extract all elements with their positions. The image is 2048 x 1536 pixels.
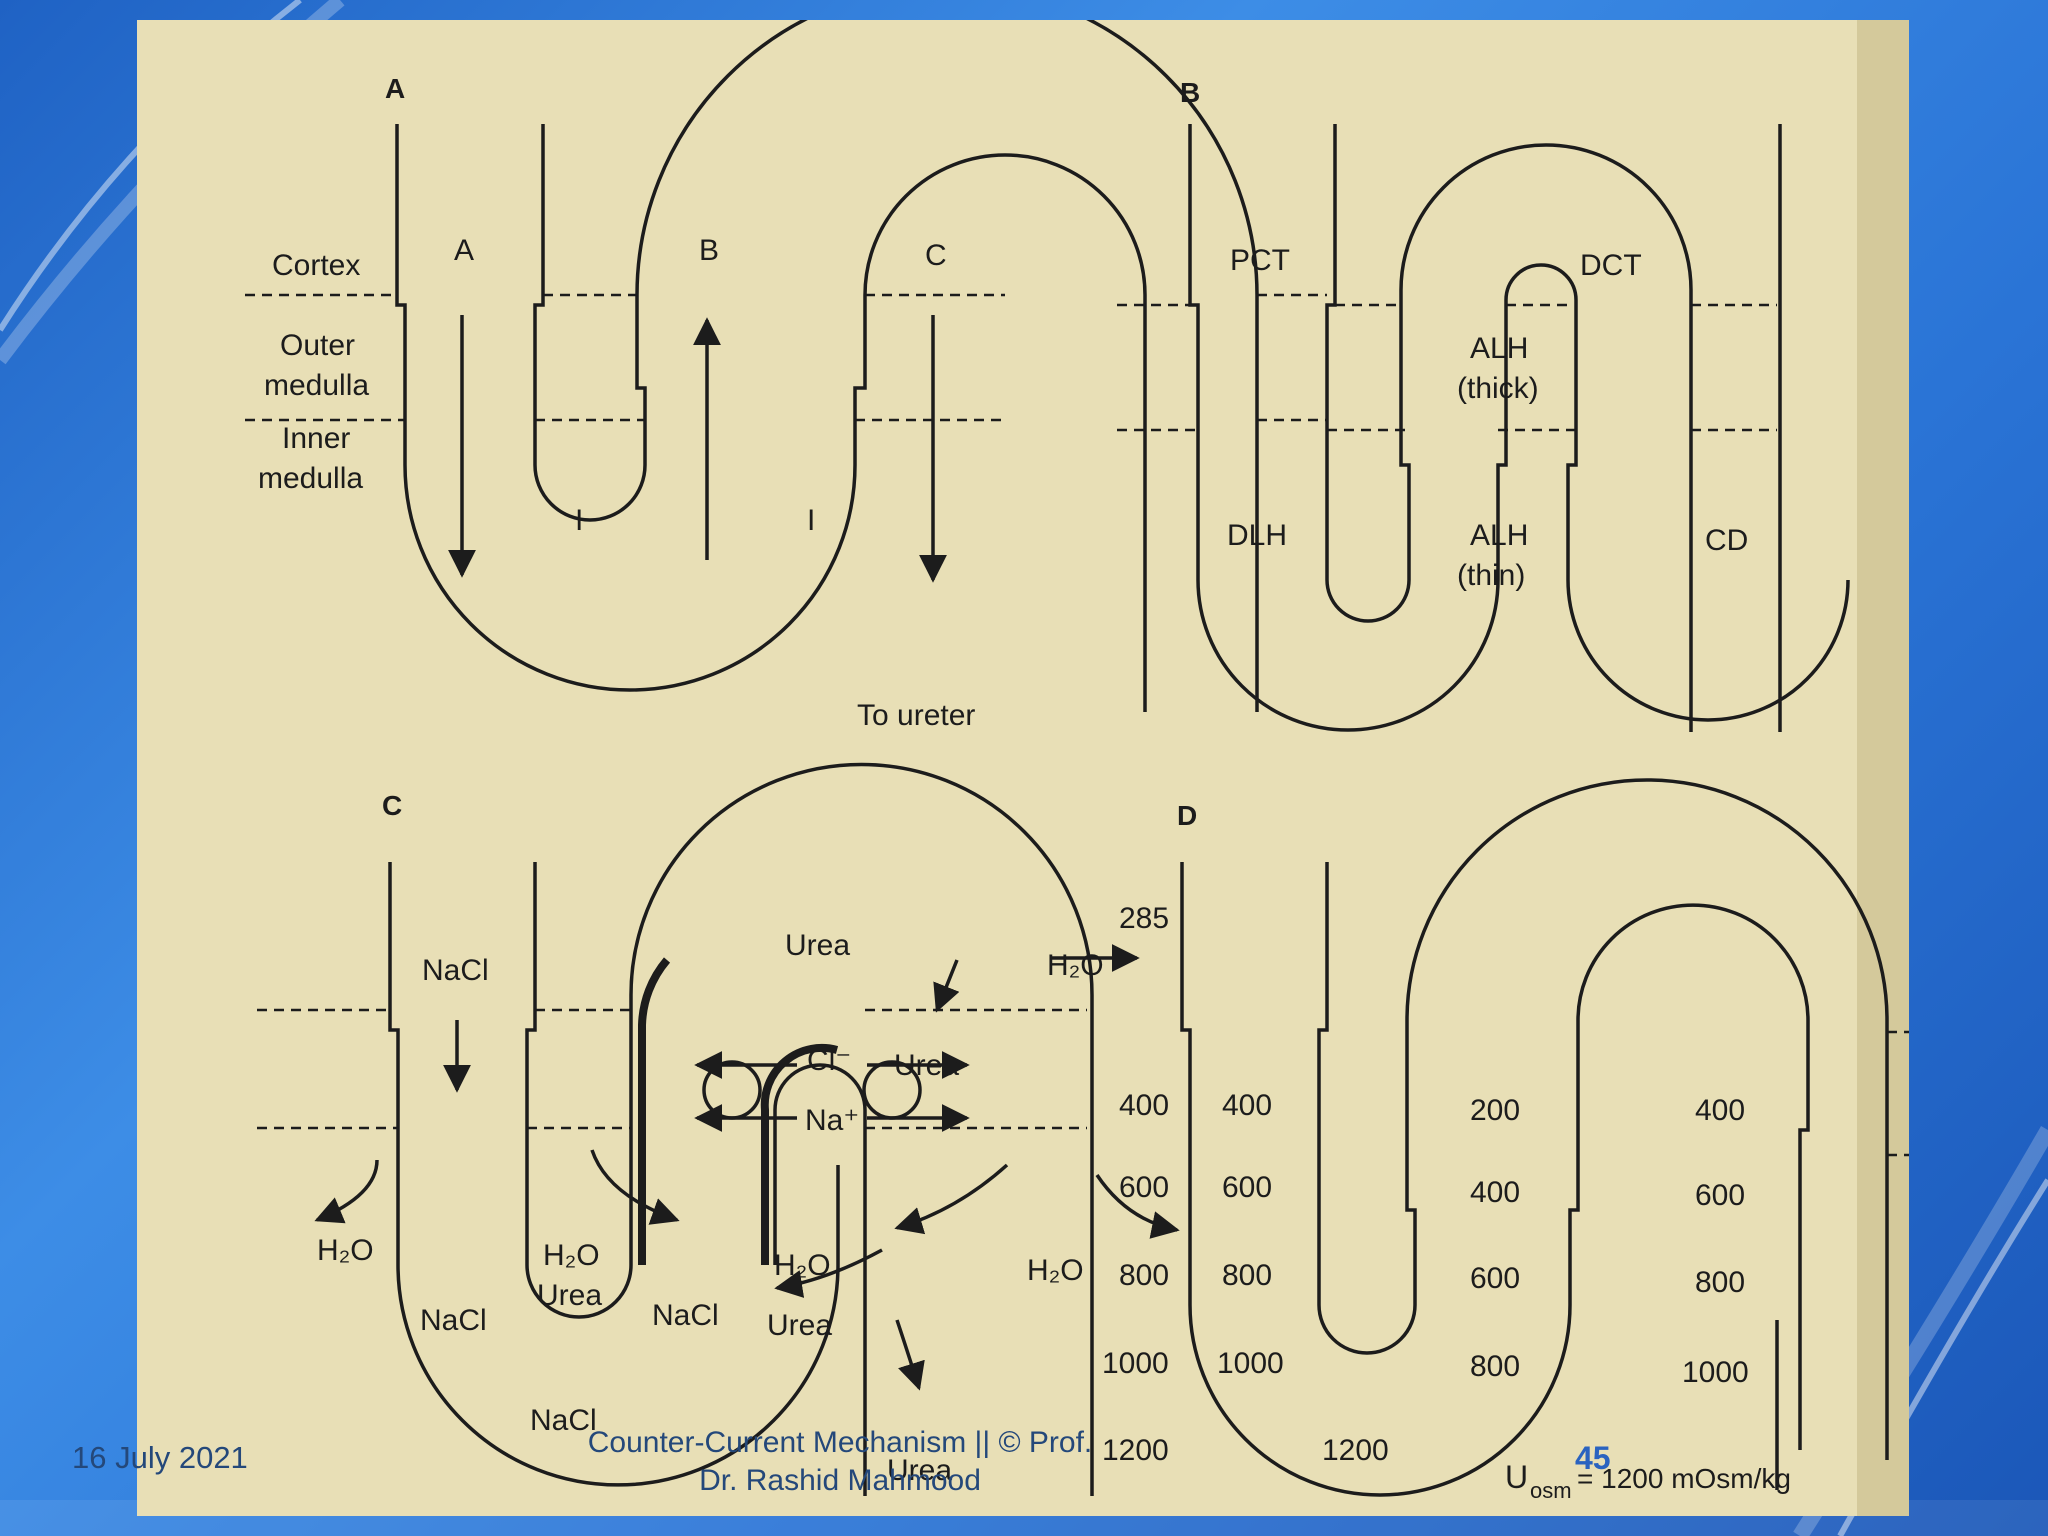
thick-ascending-limb-c-inner: [760, 1044, 839, 1265]
d-alh-600: 600: [1470, 1262, 1520, 1295]
panel-c-tubule: [388, 762, 1094, 1496]
segment-label-b: B: [699, 234, 719, 267]
c-h2o-right: H₂O: [1027, 1254, 1084, 1287]
arrow-urea-out: [895, 1319, 925, 1391]
d-scale-400: 400: [1119, 1089, 1169, 1122]
panel-d-tubule: [1180, 778, 1889, 1497]
c-h2o-left: H₂O: [317, 1234, 374, 1267]
arrow-h2o-left: [314, 1159, 379, 1224]
c-urea-top: Urea: [785, 929, 850, 962]
d-scale-1000: 1000: [1102, 1347, 1169, 1380]
c-nacl-bottom: NaCl: [530, 1404, 597, 1437]
d-scale-800: 800: [1119, 1259, 1169, 1292]
panel-b-tubule: [1188, 124, 1850, 732]
d-alh-800: 800: [1470, 1350, 1520, 1383]
c-h2o-mid: H₂O: [774, 1249, 831, 1282]
panel-d-zone-lines: [1887, 1030, 1909, 1157]
nephron-figure: A Cortex Outer medulla Inner medulla A B…: [137, 20, 1909, 1516]
panel-b-zone-lines: [1117, 303, 1777, 432]
d-scale-600: 600: [1119, 1171, 1169, 1204]
d-alh-200: 200: [1470, 1094, 1520, 1127]
paper-edge: [1857, 20, 1909, 1516]
c-nacl-left: NaCl: [420, 1304, 487, 1337]
segment-pct: PCT: [1230, 244, 1290, 277]
d-cd-600: 600: [1695, 1179, 1745, 1212]
c-urea-bottom: Urea: [887, 1454, 952, 1487]
panel-c-label: C: [382, 790, 402, 821]
segment-dct: DCT: [1580, 249, 1642, 282]
segment-label-i1: I: [575, 504, 583, 537]
zone-outer-2: medulla: [264, 369, 369, 402]
panel-d-label: D: [1177, 800, 1197, 831]
panel-a-zone-lines: [245, 293, 1327, 422]
d-dlh-800: 800: [1222, 1259, 1272, 1292]
page-number: 45: [1575, 1440, 1611, 1476]
uosm-u: U: [1505, 1459, 1528, 1495]
c-cl: Cl⁻: [807, 1044, 851, 1077]
segment-alh-thin-2: (thin): [1457, 559, 1525, 592]
paper-background: [137, 20, 1909, 1516]
zone-cortex: Cortex: [272, 249, 360, 282]
c-h2o-top: H₂O: [1047, 949, 1104, 982]
zone-outer-1: Outer: [280, 329, 355, 362]
d-cd-400: 400: [1695, 1094, 1745, 1127]
d-bottom-1200: 1200: [1322, 1434, 1389, 1467]
c-urea-mid: Urea: [767, 1309, 832, 1342]
c-na: Na⁺: [805, 1104, 859, 1137]
segment-label-c: C: [925, 239, 947, 272]
segment-cd: CD: [1705, 524, 1748, 557]
uosm-value: = 1200 mOsm/kg: [1577, 1463, 1791, 1494]
c-h2o-urea-2: Urea: [537, 1279, 602, 1312]
segment-alh-thin-1: ALH: [1470, 519, 1528, 552]
arrow-h2o-right: [1095, 1174, 1180, 1239]
uosm-sub: osm: [1530, 1478, 1572, 1503]
d-alh-400: 400: [1470, 1176, 1520, 1209]
segment-alh-thick-2: (thick): [1457, 372, 1539, 405]
c-nacl-mid: NaCl: [652, 1299, 719, 1332]
panel-a-tubule: [395, 20, 1259, 712]
arrow-h2o-mid: [894, 1163, 1009, 1235]
zone-inner-1: Inner: [282, 422, 350, 455]
c-urea-right: Urea: [894, 1049, 959, 1082]
panel-c-zone-lines: [257, 1008, 1087, 1130]
footer-title-line2: Dr. Rashid Mahmood: [699, 1464, 981, 1497]
arrow-nacl-mid: [774, 1248, 883, 1298]
d-dlh-1000: 1000: [1217, 1347, 1284, 1380]
d-cd-800: 800: [1695, 1266, 1745, 1299]
d-scale-1200: 1200: [1102, 1434, 1169, 1467]
c-nacl-top: NaCl: [422, 954, 489, 987]
segment-alh-thick-1: ALH: [1470, 332, 1528, 365]
arrow-urea-in: [933, 959, 960, 1013]
d-scale-285: 285: [1119, 902, 1169, 935]
footer-date: 16 July 2021: [72, 1440, 248, 1475]
to-ureter-label: To ureter: [857, 699, 975, 732]
arrow-h2o-urea: [590, 1149, 680, 1225]
thick-ascending-limb-c: [638, 957, 671, 1265]
panel-b-label: B: [1180, 77, 1200, 108]
panel-a-label: A: [385, 73, 405, 104]
footer-title-line1: Counter-Current Mechanism || © Prof.: [587, 1426, 1093, 1459]
footer-title: Counter-Current Mechanism || © Prof. Dr.…: [520, 1424, 1160, 1500]
segment-label-a: A: [454, 234, 474, 267]
d-cd-1000: 1000: [1682, 1356, 1749, 1389]
d-dlh-600: 600: [1222, 1171, 1272, 1204]
segment-label-i2: I: [807, 504, 815, 537]
segment-dlh: DLH: [1227, 519, 1287, 552]
c-h2o-urea-1: H₂O: [543, 1239, 600, 1272]
zone-inner-2: medulla: [258, 462, 363, 495]
d-dlh-400: 400: [1222, 1089, 1272, 1122]
